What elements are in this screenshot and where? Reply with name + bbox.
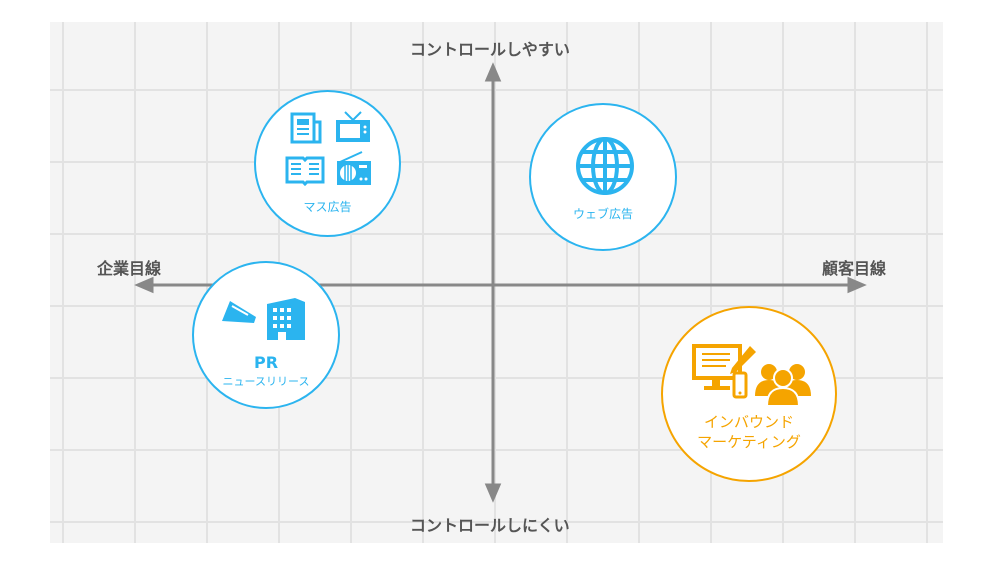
radio-icon: [337, 151, 371, 185]
pr-label: PR: [253, 353, 279, 372]
axis-label-bottom: コントロールしにくい: [410, 516, 570, 535]
axis-label-left: 企業目線: [97, 259, 162, 278]
megaphone-icon: [222, 301, 256, 323]
book-icon: [285, 156, 325, 186]
axis-label-top: コントロールしやすい: [410, 40, 570, 59]
mass-ad-circle: マス広告: [254, 90, 401, 237]
mass-ad-label: マス広告: [303, 200, 352, 214]
vertical-axis: [484, 62, 502, 503]
pr-sublabel: ニュースリリース: [222, 375, 310, 388]
web-ad-circle: ウェブ広告: [529, 103, 677, 251]
inbound-label-line1: インバウンド: [703, 413, 794, 431]
monitor-pencil-icon: [692, 344, 756, 390]
web-ad-label: ウェブ広告: [572, 207, 633, 221]
axis-label-right: 顧客目線: [822, 259, 887, 278]
pr-circle: PR ニュースリリース: [192, 261, 340, 409]
inbound-marketing-circle: インバウンド マーケティング: [661, 306, 837, 482]
newspaper-icon: [290, 112, 322, 144]
inbound-label-line2: マーケティング: [697, 433, 801, 451]
globe-icon: [576, 137, 634, 195]
smartphone-icon: [732, 371, 748, 399]
tv-icon: [336, 111, 370, 142]
quadrant-grid: [50, 22, 943, 543]
users-icon: [755, 364, 811, 406]
building-icon: [267, 298, 305, 340]
